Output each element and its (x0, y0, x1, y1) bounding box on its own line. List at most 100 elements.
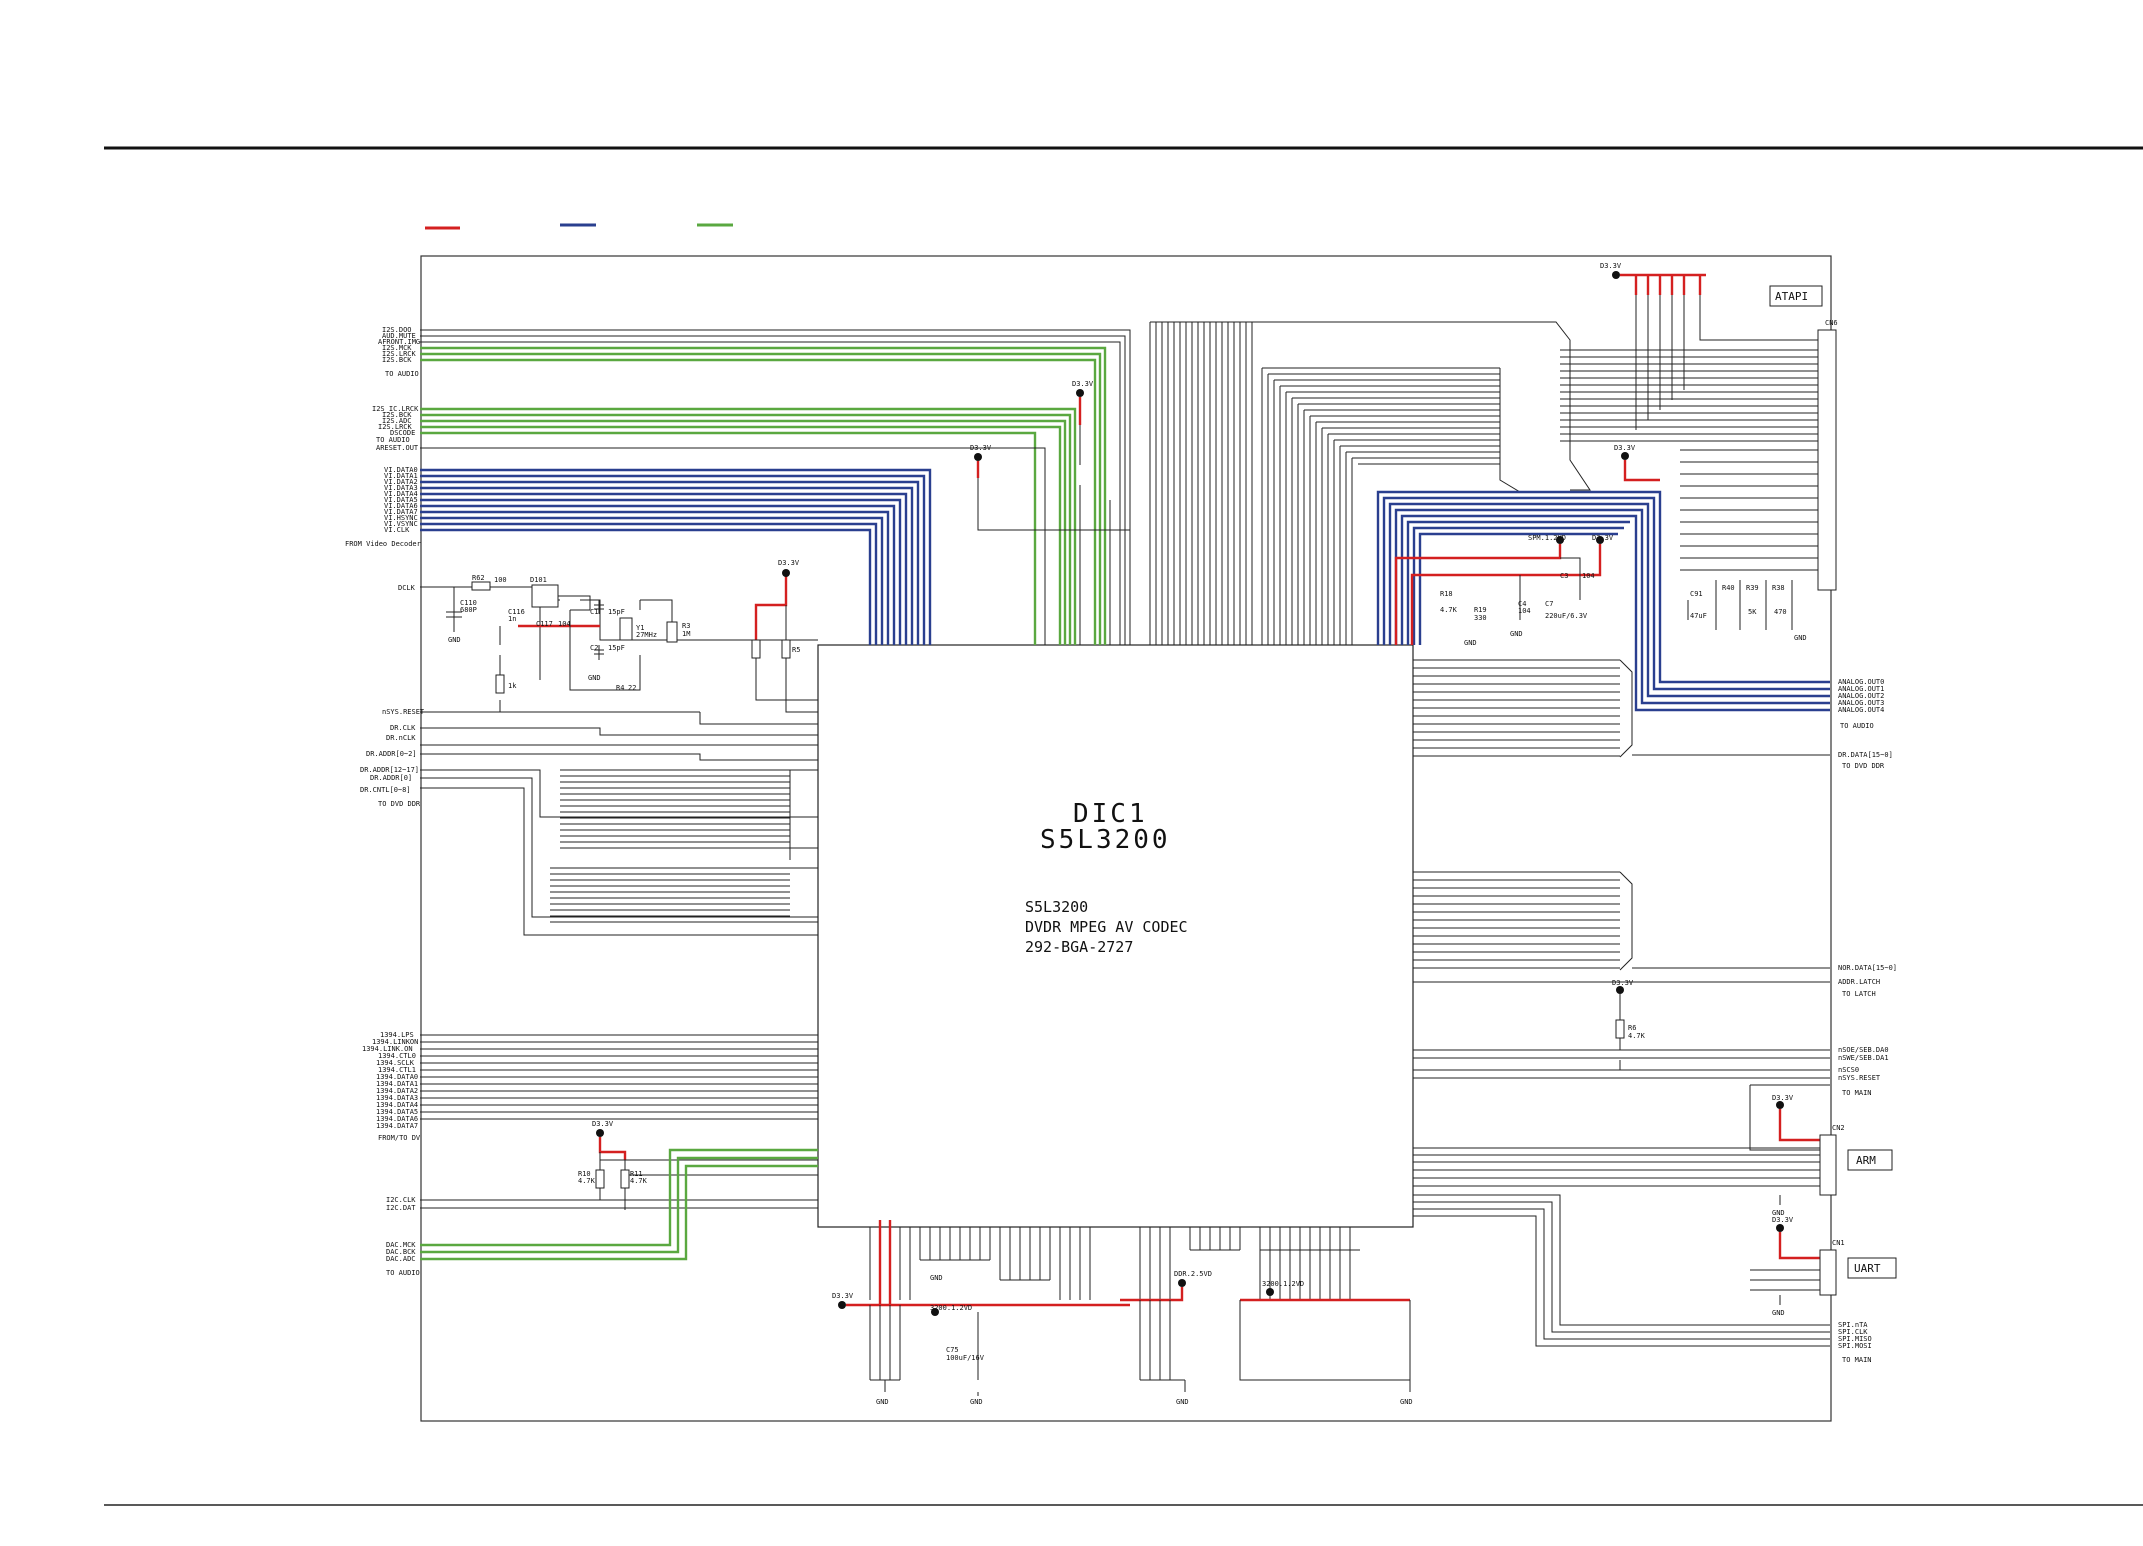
uart-label-box (1847, 1257, 1897, 1279)
svg-text:1394.DATA2: 1394.DATA2 (376, 1087, 418, 1095)
bottom-power: D3.3V GND 3200.1.2VD C75 100uF/16V GND D… (832, 1220, 1413, 1406)
svg-text:GND: GND (930, 1274, 943, 1282)
svg-text:330: 330 (1474, 614, 1487, 622)
svg-text:R6: R6 (1628, 1024, 1636, 1032)
svg-text:VI.DATA3: VI.DATA3 (384, 484, 418, 492)
svg-text:DR.ADDR[12~17]: DR.ADDR[12~17] (360, 766, 419, 774)
svg-text:TO AUDIO: TO AUDIO (385, 370, 419, 378)
svg-text:27MHz: 27MHz (636, 631, 657, 639)
svg-text:ARM: ARM (1856, 1154, 1876, 1167)
svg-text:VI.CLK: VI.CLK (384, 526, 410, 534)
svg-text:D3.3V: D3.3V (1612, 979, 1634, 987)
svg-text:I2S.LRCK: I2S.LRCK (378, 423, 413, 431)
svg-text:15pF: 15pF (608, 644, 625, 652)
svg-text:ANALOG.OUT0: ANALOG.OUT0 (1838, 678, 1884, 686)
svg-text:DSCODE: DSCODE (390, 429, 415, 437)
svg-text:104: 104 (1582, 572, 1595, 580)
svg-text:C110: C110 (460, 599, 477, 607)
svg-text:5K: 5K (1748, 608, 1757, 616)
svg-text:CN2: CN2 (1832, 1124, 1845, 1132)
svg-text:DCLK: DCLK (398, 584, 416, 592)
ic-ref-label: DIC1 (1073, 799, 1148, 829)
atapi-area: D3.3V ATAPI CN6 C91 47uF R40 R39 R38 5K … (1560, 262, 1838, 642)
cn1-connector (1819, 1249, 1837, 1296)
svg-text:ATAPI: ATAPI (1775, 290, 1808, 303)
svg-text:R3: R3 (682, 622, 690, 630)
svg-text:1394.LINK.ON: 1394.LINK.ON (362, 1045, 413, 1053)
svg-text:C1: C1 (590, 608, 598, 616)
i2c-pullups: D3.3V R10 4.7K R11 4.7K I2C.CLK I2C.DAT (386, 1120, 818, 1212)
svg-text:3200.1.2VD: 3200.1.2VD (930, 1304, 972, 1312)
analog-out-bus (1376, 490, 1830, 712)
svg-text:D3.3V: D3.3V (1592, 534, 1614, 542)
svg-text:CN1: CN1 (1832, 1239, 1845, 1247)
svg-text:R38: R38 (1772, 584, 1785, 592)
svg-text:I2S.DOO: I2S.DOO (382, 326, 412, 334)
svg-text:DR.CNTL[0~8]: DR.CNTL[0~8] (360, 786, 411, 794)
svg-text:1394.DATA7: 1394.DATA7 (376, 1122, 418, 1130)
svg-text:DR.nCLK: DR.nCLK (386, 734, 416, 742)
svg-text:VI.DATA7: VI.DATA7 (384, 508, 418, 516)
svg-text:R5: R5 (792, 646, 800, 654)
svg-text:SPI.MOSI: SPI.MOSI (1838, 1342, 1872, 1350)
svg-text:D3.3V: D3.3V (592, 1120, 614, 1128)
center-top-buses (1149, 321, 1591, 645)
svg-text:DR.DATA[15~0]: DR.DATA[15~0] (1838, 751, 1893, 759)
svg-text:47uF: 47uF (1690, 612, 1707, 620)
svg-text:DAC.BCK: DAC.BCK (386, 1248, 416, 1256)
svg-text:C91: C91 (1690, 590, 1703, 598)
svg-text:nSCS0: nSCS0 (1838, 1066, 1859, 1074)
svg-text:GND: GND (876, 1398, 889, 1406)
right-data-buses: DR.DATA[15~0] TO DVD DDR NOR.DATA[15~0] … (1413, 659, 1897, 1097)
svg-text:ARESET.OUT: ARESET.OUT (376, 444, 419, 452)
svg-text:GND: GND (1176, 1398, 1189, 1406)
svg-text:GND: GND (1400, 1398, 1413, 1406)
svg-text:4.7K: 4.7K (1440, 606, 1458, 614)
atapi-label-box (1769, 285, 1823, 307)
svg-text:VI.VSYNC: VI.VSYNC (384, 520, 418, 528)
svg-text:104: 104 (1518, 607, 1531, 615)
svg-text:UART: UART (1854, 1262, 1881, 1275)
svg-text:GND: GND (1772, 1209, 1785, 1217)
svg-text:D3.3V: D3.3V (1772, 1094, 1794, 1102)
svg-text:680P: 680P (460, 606, 477, 614)
svg-text:nSWE/SEB.DA1: nSWE/SEB.DA1 (1838, 1054, 1889, 1062)
svg-text:3200.1.2VD: 3200.1.2VD (1262, 1280, 1304, 1288)
svg-text:DAC.MCK: DAC.MCK (386, 1241, 416, 1249)
ic-part-label: S5L3200 (1040, 825, 1171, 855)
svg-text:GND: GND (970, 1398, 983, 1406)
svg-text:VI.DATA4: VI.DATA4 (384, 490, 418, 498)
svg-text:1394.DATA3: 1394.DATA3 (376, 1094, 418, 1102)
legend (425, 223, 733, 230)
svg-text:ANALOG.OUT3: ANALOG.OUT3 (1838, 699, 1884, 707)
svg-text:TO DVD DDR: TO DVD DDR (378, 800, 421, 808)
svg-text:D3.3V: D3.3V (1072, 380, 1094, 388)
arm-uart-area: D3.3V CN2 ARM GND D3.3V CN1 UART GND SPI… (1413, 1084, 1897, 1364)
svg-text:C2: C2 (590, 644, 598, 652)
svg-text:1394.DATA1: 1394.DATA1 (376, 1080, 418, 1088)
svg-text:R11: R11 (630, 1170, 643, 1178)
svg-text:R39: R39 (1746, 584, 1759, 592)
svg-text:1394.DATA5: 1394.DATA5 (376, 1108, 418, 1116)
svg-text:C75: C75 (946, 1346, 959, 1354)
svg-text:R10: R10 (578, 1170, 591, 1178)
svg-text:D3.3V: D3.3V (1600, 262, 1622, 270)
svg-text:D101: D101 (530, 576, 547, 584)
svg-text:FROM/TO DV: FROM/TO DV (378, 1134, 421, 1142)
svg-text:1n: 1n (508, 615, 516, 623)
dac-labels: DAC.MCK DAC.BCK DAC.ADC TO AUDIO (386, 1241, 420, 1277)
svg-text:SPM.1.2VD: SPM.1.2VD (1528, 534, 1566, 542)
svg-text:1394.DATA0: 1394.DATA0 (376, 1073, 418, 1081)
audio-top-bus (420, 329, 1131, 645)
svg-text:TO MAIN: TO MAIN (1842, 1356, 1872, 1364)
svg-text:ANALOG.OUT1: ANALOG.OUT1 (1838, 685, 1884, 693)
svg-text:1k: 1k (508, 682, 517, 690)
svg-text:DAC.ADC: DAC.ADC (386, 1255, 416, 1263)
svg-text:C3: C3 (1560, 572, 1568, 580)
svg-text:I2C.DAT: I2C.DAT (386, 1204, 416, 1212)
svg-text:CN6: CN6 (1825, 319, 1838, 327)
svg-text:TO AUDIO: TO AUDIO (386, 1269, 420, 1277)
svg-text:VI.DATA1: VI.DATA1 (384, 472, 418, 480)
clock-section: R62 100 DCLK C110 680P GND D101 1k C116 … (398, 574, 818, 712)
